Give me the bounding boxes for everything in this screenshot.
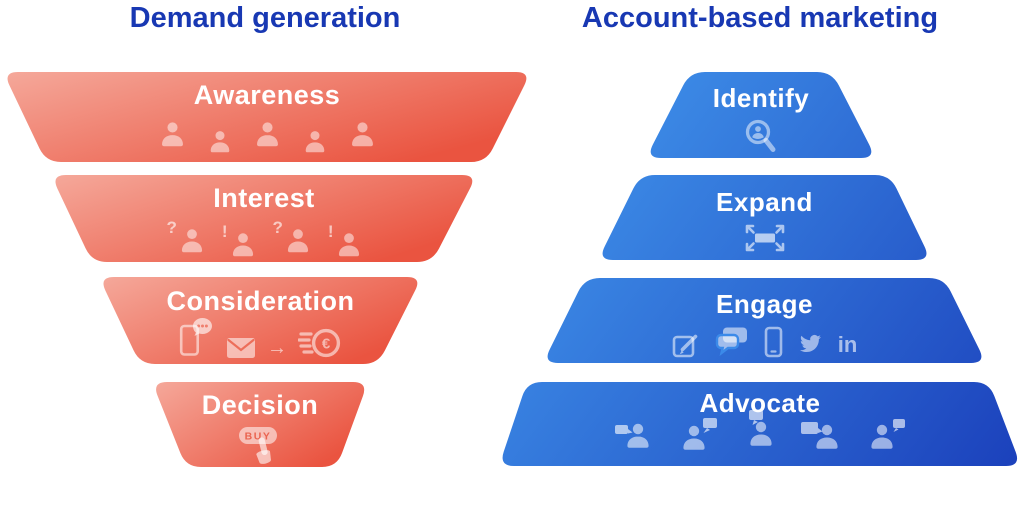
stage-interest: Interest ? ! ? !	[51, 175, 477, 262]
expand-arrows-icon	[745, 224, 784, 252]
stage-consideration: Consideration → €	[99, 277, 422, 364]
stage-decision-label: Decision	[201, 390, 319, 420]
question-mark-person-icon: ?	[272, 218, 311, 253]
stage-consideration-label: Consideration	[166, 286, 355, 316]
person-icon	[338, 233, 359, 257]
linkedin-icon: in	[837, 332, 858, 357]
euro-coin-icon: €	[298, 328, 341, 358]
stage-awareness: Awareness	[3, 72, 531, 162]
person-speech-right-icon	[683, 418, 717, 450]
compose-icon	[672, 334, 698, 358]
expand-icons	[598, 220, 931, 256]
person-icon	[161, 122, 183, 147]
person-speech-right-small-icon	[871, 419, 905, 449]
advocate-icons	[499, 410, 1021, 454]
stage-identify-label: Identify	[712, 83, 810, 113]
funnel-band-shape	[650, 72, 872, 158]
stage-decision: Decision BUY	[152, 382, 368, 467]
search-prospect-icon	[745, 119, 776, 152]
person-icon	[305, 131, 324, 153]
stage-expand: Expand	[598, 175, 931, 260]
arrow-right-icon: →	[267, 337, 287, 359]
person-icon	[256, 122, 278, 147]
question-mark: ?	[166, 218, 177, 237]
euro-sign: €	[322, 336, 331, 353]
hand-cursor-icon	[256, 437, 271, 464]
consideration-icons: → €	[99, 317, 422, 359]
interest-icons: ? ! ? !	[51, 218, 477, 257]
person-icon	[181, 229, 202, 253]
person-icon	[232, 233, 253, 257]
engage-icons: in	[543, 324, 986, 358]
stage-interest-label: Interest	[213, 183, 315, 213]
exclamation-mark-person-icon: !	[221, 222, 256, 257]
stage-engage: Engage in	[543, 278, 986, 363]
funnel-band-shape	[602, 175, 927, 260]
envelope-icon	[227, 338, 255, 358]
person-speech-left-icon	[615, 423, 649, 448]
demand-generation-title: Demand generation	[129, 2, 401, 34]
person-icon	[210, 131, 229, 153]
person-speech-left-large-icon	[801, 422, 838, 449]
person-icon	[351, 122, 373, 147]
identify-icons	[646, 117, 876, 157]
stage-awareness-label: Awareness	[193, 80, 341, 110]
funnel-band-shape	[156, 382, 365, 467]
decision-icons: BUY	[152, 424, 368, 466]
exclamation-mark: !	[327, 222, 334, 241]
smartphone-icon	[764, 326, 783, 358]
chat-bubbles-icon	[715, 327, 747, 356]
question-mark-person-icon: ?	[166, 218, 204, 253]
buy-label: BUY	[245, 431, 272, 443]
awareness-icons	[3, 118, 531, 153]
buy-button-click-icon: BUY	[239, 427, 277, 464]
stage-engage-label: Engage	[716, 289, 813, 319]
exclamation-mark: !	[221, 222, 228, 241]
funnel-band-shape	[547, 278, 982, 363]
person-speech-top-left-icon	[749, 410, 772, 446]
funnel-band-shape	[55, 175, 473, 262]
twitter-icon	[799, 334, 821, 353]
stage-identify: Identify	[646, 72, 876, 158]
funnel-band-shape	[7, 72, 527, 162]
question-mark: ?	[272, 218, 283, 237]
exclamation-mark-person-icon: !	[327, 222, 362, 257]
person-icon	[287, 229, 308, 253]
phone-message-icon	[179, 318, 212, 356]
account-based-marketing-title: Account-based marketing	[581, 2, 939, 34]
stage-advocate: Advocate	[499, 382, 1021, 466]
stage-expand-label: Expand	[716, 187, 813, 217]
